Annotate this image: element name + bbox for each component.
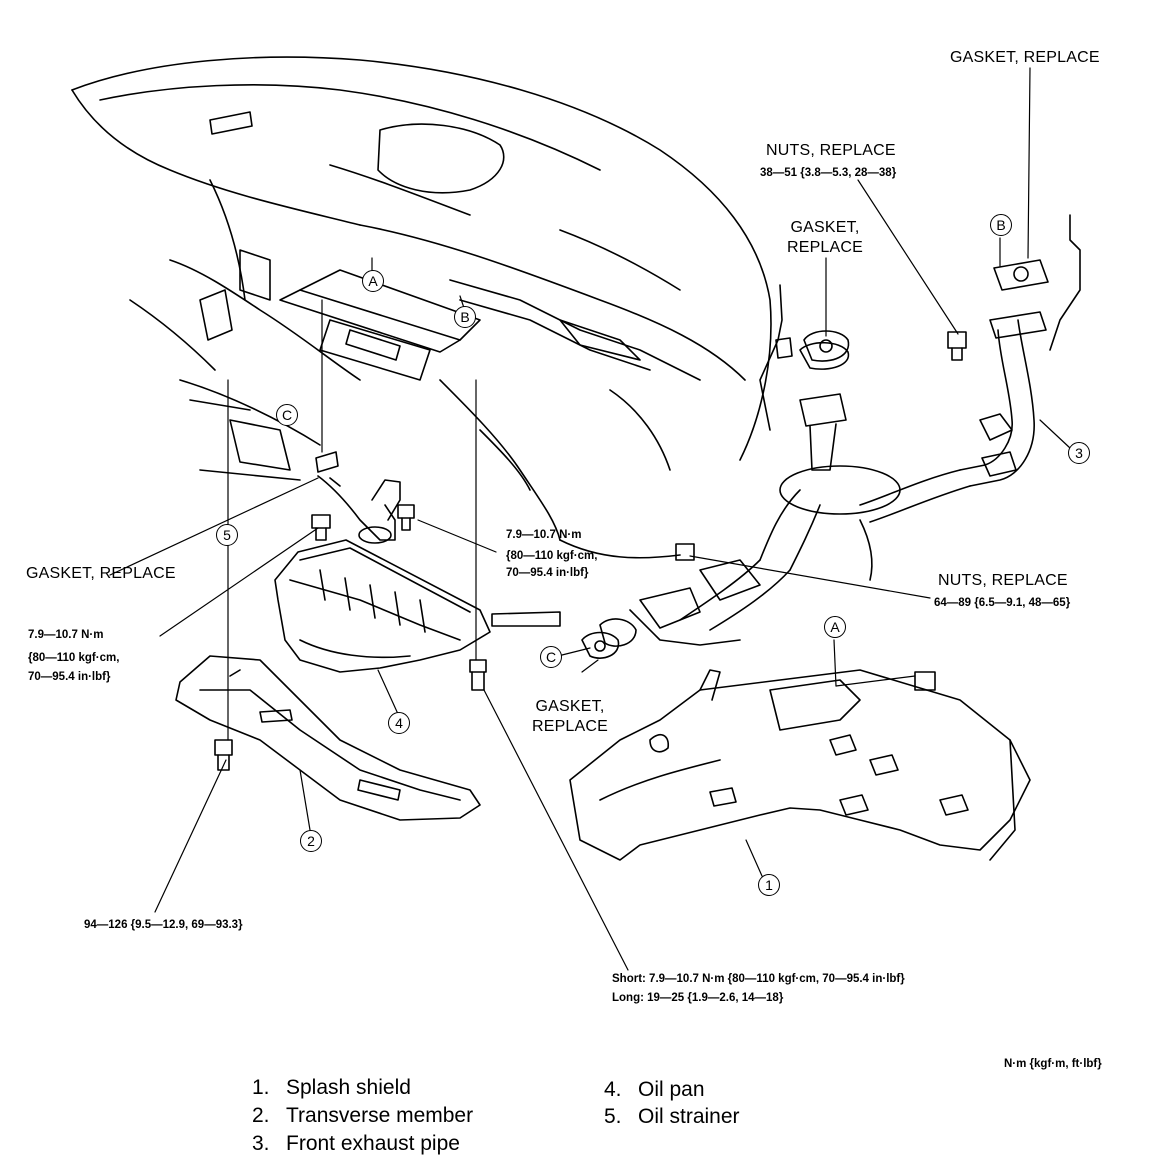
front-exhaust-pipe xyxy=(599,214,1081,647)
callout-2: 2 xyxy=(300,830,322,852)
legend-num: 3. xyxy=(252,1132,270,1155)
legend-item-3: 3. Front exhaust pipe xyxy=(252,1131,460,1157)
spec-bolt-center-2: {80—110 kgf·cm, xyxy=(506,550,598,562)
vehicle-body-outline xyxy=(71,56,772,559)
spec-bolt-center-1: 7.9—10.7 N·m xyxy=(506,529,582,541)
label-nuts-top: NUTS, REPLACE xyxy=(766,142,896,159)
callout-1: 1 xyxy=(758,874,780,896)
label-gasket-top-right: GASKET, REPLACE xyxy=(950,49,1100,66)
callout-b-upper: B xyxy=(454,306,476,328)
callout-a-upper: A xyxy=(362,270,384,292)
leader-lines xyxy=(109,67,1071,971)
label-gasket-lower-1: GASKET, xyxy=(535,698,605,715)
spec-member-bolt: 94—126 {9.5—12.9, 69—93.3} xyxy=(84,919,243,931)
label-gasket-left: GASKET, REPLACE xyxy=(26,565,176,582)
oil-strainer xyxy=(315,451,401,544)
callout-4: 4 xyxy=(388,712,410,734)
spec-bolt-left-1: 7.9—10.7 N·m xyxy=(28,629,104,641)
spec-pan-bolt-short: Short: 7.9—10.7 N·m {80—110 kgf·cm, 70—9… xyxy=(612,973,905,985)
callout-c-left: C xyxy=(276,404,298,426)
oil-pan xyxy=(274,539,561,673)
legend-num: 4. xyxy=(604,1078,622,1101)
label-gasket-mid-2: REPLACE xyxy=(786,239,864,256)
callout-3: 3 xyxy=(1068,442,1090,464)
legend-text: Front exhaust pipe xyxy=(286,1132,460,1155)
legend-text: Oil strainer xyxy=(638,1105,740,1128)
legend-text: Transverse member xyxy=(286,1104,474,1127)
spec-bolt-left-3: 70—95.4 in·lbf} xyxy=(28,671,111,683)
callout-5: 5 xyxy=(216,524,238,546)
bolts xyxy=(214,331,967,771)
legend-text: Oil pan xyxy=(638,1078,705,1101)
spec-bolt-center-3: 70—95.4 in·lbf} xyxy=(506,567,589,579)
callout-b-right: B xyxy=(990,214,1012,236)
legend-num: 1. xyxy=(252,1076,270,1099)
label-gasket-mid-1: GASKET, xyxy=(790,219,860,236)
spec-nuts-right: 64—89 {6.5—9.1, 48—65} xyxy=(934,597,1071,609)
splash-shield xyxy=(569,669,1031,861)
legend-num: 5. xyxy=(604,1105,622,1128)
spec-nuts-top: 38—51 {3.8—5.3, 28—38} xyxy=(760,167,897,179)
spec-bolt-left-2: {80—110 kgf·cm, xyxy=(28,652,120,664)
label-nuts-right: NUTS, REPLACE xyxy=(938,572,1068,589)
transverse-member xyxy=(175,655,481,821)
units-note: N·m {kgf·m, ft·lbf} xyxy=(1004,1058,1102,1070)
gaskets xyxy=(581,330,850,659)
callout-a-right: A xyxy=(824,616,846,638)
callout-c-lower: C xyxy=(540,646,562,668)
legend-item-2: 2. Transverse member xyxy=(252,1103,473,1129)
legend-num: 2. xyxy=(252,1104,270,1127)
label-gasket-lower-2: REPLACE xyxy=(531,718,609,735)
legend-item-4: 4. Oil pan xyxy=(604,1077,705,1103)
legend-item-5: 5. Oil strainer xyxy=(604,1104,740,1130)
legend-item-1: 1. Splash shield xyxy=(252,1075,411,1101)
spec-pan-bolt-long: Long: 19—25 {1.9—2.6, 14—18} xyxy=(612,992,784,1004)
legend-text: Splash shield xyxy=(286,1076,411,1099)
